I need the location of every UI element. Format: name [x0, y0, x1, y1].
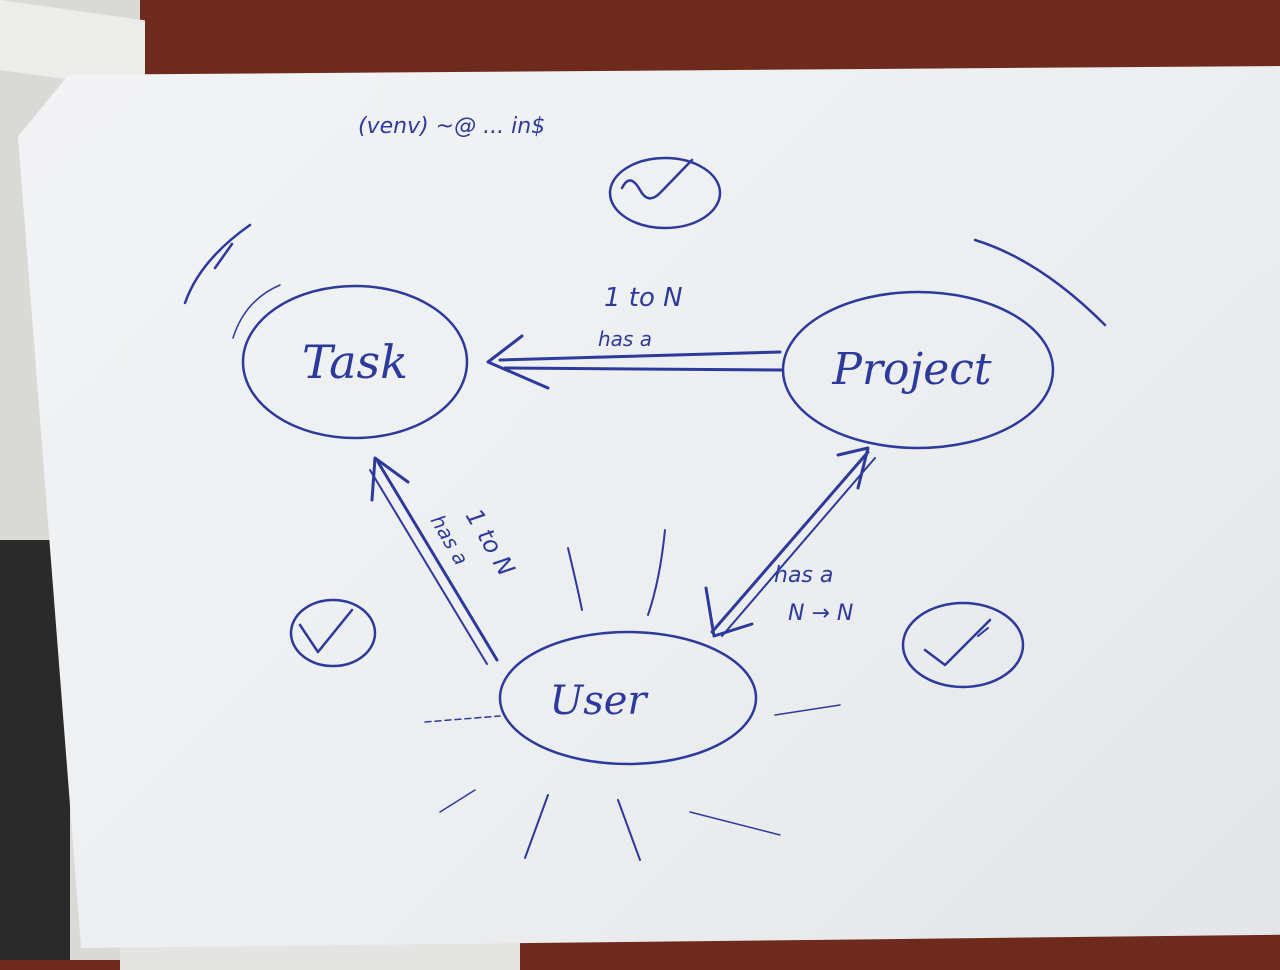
node-task-label: Task	[302, 335, 408, 389]
edge-project-task-relation: has a	[598, 327, 652, 351]
node-project: Project	[781, 238, 1107, 450]
node-user-label: User	[549, 678, 649, 724]
edge-user-project: has a N → N	[704, 446, 876, 638]
edge-project-task-cardinality: 1 to N	[604, 283, 683, 313]
node-user: User	[424, 529, 841, 861]
edge-user-project-cardinality: N → N	[788, 601, 853, 626]
checkmark-circle-icon	[901, 601, 1025, 689]
checkmark-circle-icon	[289, 598, 377, 668]
edge-user-task-cardinality: 1 to N	[460, 504, 521, 581]
edge-user-project-relation: has a	[774, 563, 833, 588]
checkmark-circle-icon	[608, 156, 722, 230]
node-task: Task	[183, 223, 469, 440]
edge-user-task: has a 1 to N	[369, 456, 521, 665]
paper-sheet	[18, 66, 1280, 948]
header-text: (venv) ~@ ... in$	[358, 114, 545, 139]
node-project-label: Project	[831, 344, 991, 395]
edge-project-task: 1 to N has a	[486, 283, 784, 390]
